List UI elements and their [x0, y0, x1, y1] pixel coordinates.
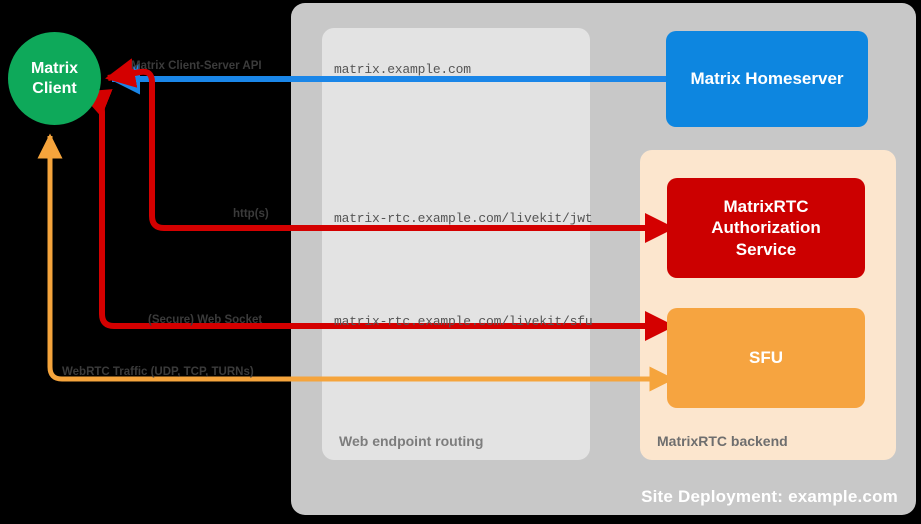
auth-label-line1: MatrixRTC — [723, 197, 809, 217]
connection-webrtc-traffic — [37, 133, 675, 392]
sfu-node[interactable]: SFU — [667, 308, 865, 408]
site-deployment-label: Site Deployment: example.com — [641, 487, 898, 506]
endpoint-label-livekit-jwt: matrix-rtc.example.com/livekit/jwt — [334, 211, 593, 226]
matrix-client-node[interactable]: Matrix Client — [8, 32, 101, 125]
matrix-homeserver-label: Matrix Homeserver — [690, 69, 844, 89]
web-endpoint-routing-panel: Web endpoint routing — [322, 28, 590, 460]
connection-label-matrix-client-server-api: Matrix Client-Server API — [131, 60, 262, 72]
endpoint-label-livekit-sfu: matrix-rtc.example.com/livekit/sfu — [334, 314, 593, 329]
matrixrtc-authorization-service-label: MatrixRTC Authorization Service — [711, 196, 821, 260]
connection-label-secure-websocket: (Secure) Web Socket — [148, 314, 263, 326]
web-endpoint-routing-label: Web endpoint routing — [339, 433, 484, 449]
sfu-label: SFU — [749, 348, 783, 368]
connection-secure-websocket — [79, 89, 675, 341]
connection-label-webrtc-traffic: WebRTC Traffic (UDP, TCP, TURNs) — [62, 366, 254, 378]
matrix-client-label: Matrix Client — [31, 59, 78, 97]
endpoint-label-matrix-example-com: matrix.example.com — [334, 62, 471, 77]
matrix-client-label-line1: Matrix — [30, 60, 79, 78]
connection-jwt — [105, 58, 675, 243]
auth-label-line2: Authorization — [711, 218, 821, 238]
matrixrtc-backend-label: MatrixRTC backend — [657, 433, 788, 449]
connection-label-http: http(s) — [233, 208, 269, 220]
auth-label-line3: Service — [735, 239, 797, 259]
matrixrtc-authorization-service-node[interactable]: MatrixRTC Authorization Service — [667, 178, 865, 278]
matrix-client-label-line2: Client — [32, 79, 77, 97]
matrix-homeserver-node[interactable]: Matrix Homeserver — [666, 31, 868, 127]
